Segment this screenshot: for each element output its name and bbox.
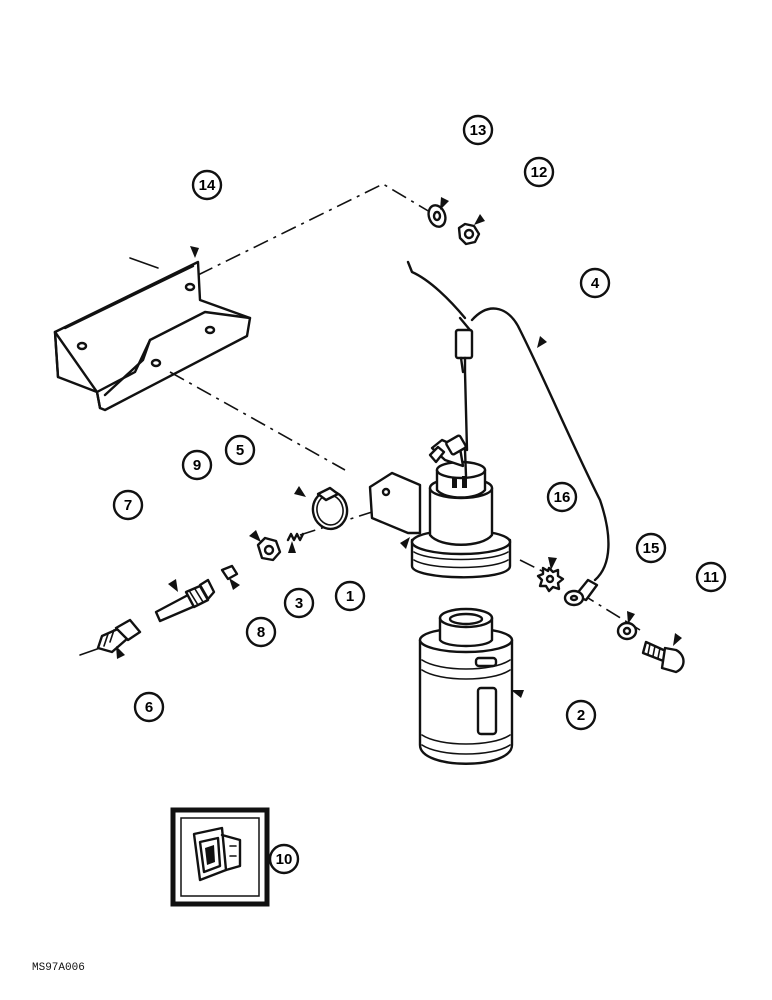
figure-code: MS97A006 [32,962,85,974]
svg-text:5: 5 [236,442,244,459]
level-switch-7 [154,578,216,623]
spring-3 [286,532,305,542]
callout-10: 10 [268,843,300,875]
svg-text:8: 8 [257,624,265,641]
svg-text:4: 4 [591,275,600,292]
callout-7: 7 [112,489,144,521]
svg-text:6: 6 [145,699,153,716]
svg-text:15: 15 [643,540,660,557]
callout-15: 15 [635,532,667,564]
bolt-11 [641,640,685,674]
svg-text:16: 16 [554,489,571,506]
wiring-harness [406,260,610,607]
svg-text:14: 14 [199,177,216,194]
mounting-bracket [53,260,252,412]
callout-leaders [116,143,706,710]
svg-text:9: 9 [193,457,201,474]
svg-text:11: 11 [703,569,719,586]
callout-4: 4 [579,267,611,299]
callout-2: 2 [565,699,597,731]
callout-11: 11 [695,561,727,593]
svg-text:3: 3 [295,595,303,612]
callout-1: 1 [334,580,366,612]
rocker-switch-inset [170,807,270,907]
svg-text:1: 1 [346,588,354,605]
callout-12: 12 [523,156,555,188]
callout-8: 8 [245,616,277,648]
callout-14: 14 [191,169,223,201]
nut-12 [457,222,481,246]
sleeve-8 [220,564,239,581]
sensor-housing [368,434,512,579]
svg-text:7: 7 [124,497,132,514]
svg-text:13: 13 [470,122,487,139]
callout-3: 3 [283,587,315,619]
svg-text:10: 10 [276,851,293,868]
fitting-nut-9 [256,536,282,562]
hose-barb-6 [96,618,142,654]
washer-13 [427,204,447,228]
washer-15 [616,621,638,641]
sensor-bowl [418,607,514,765]
callout-9: 9 [181,449,213,481]
star-washer-16 [536,566,565,593]
hose-clamp-5 [311,486,349,531]
callout-6: 6 [133,691,165,723]
callout-5: 5 [224,434,256,466]
svg-text:12: 12 [531,164,548,181]
svg-text:2: 2 [577,707,585,724]
callout-16: 16 [546,481,578,513]
callout-13: 13 [462,114,494,146]
